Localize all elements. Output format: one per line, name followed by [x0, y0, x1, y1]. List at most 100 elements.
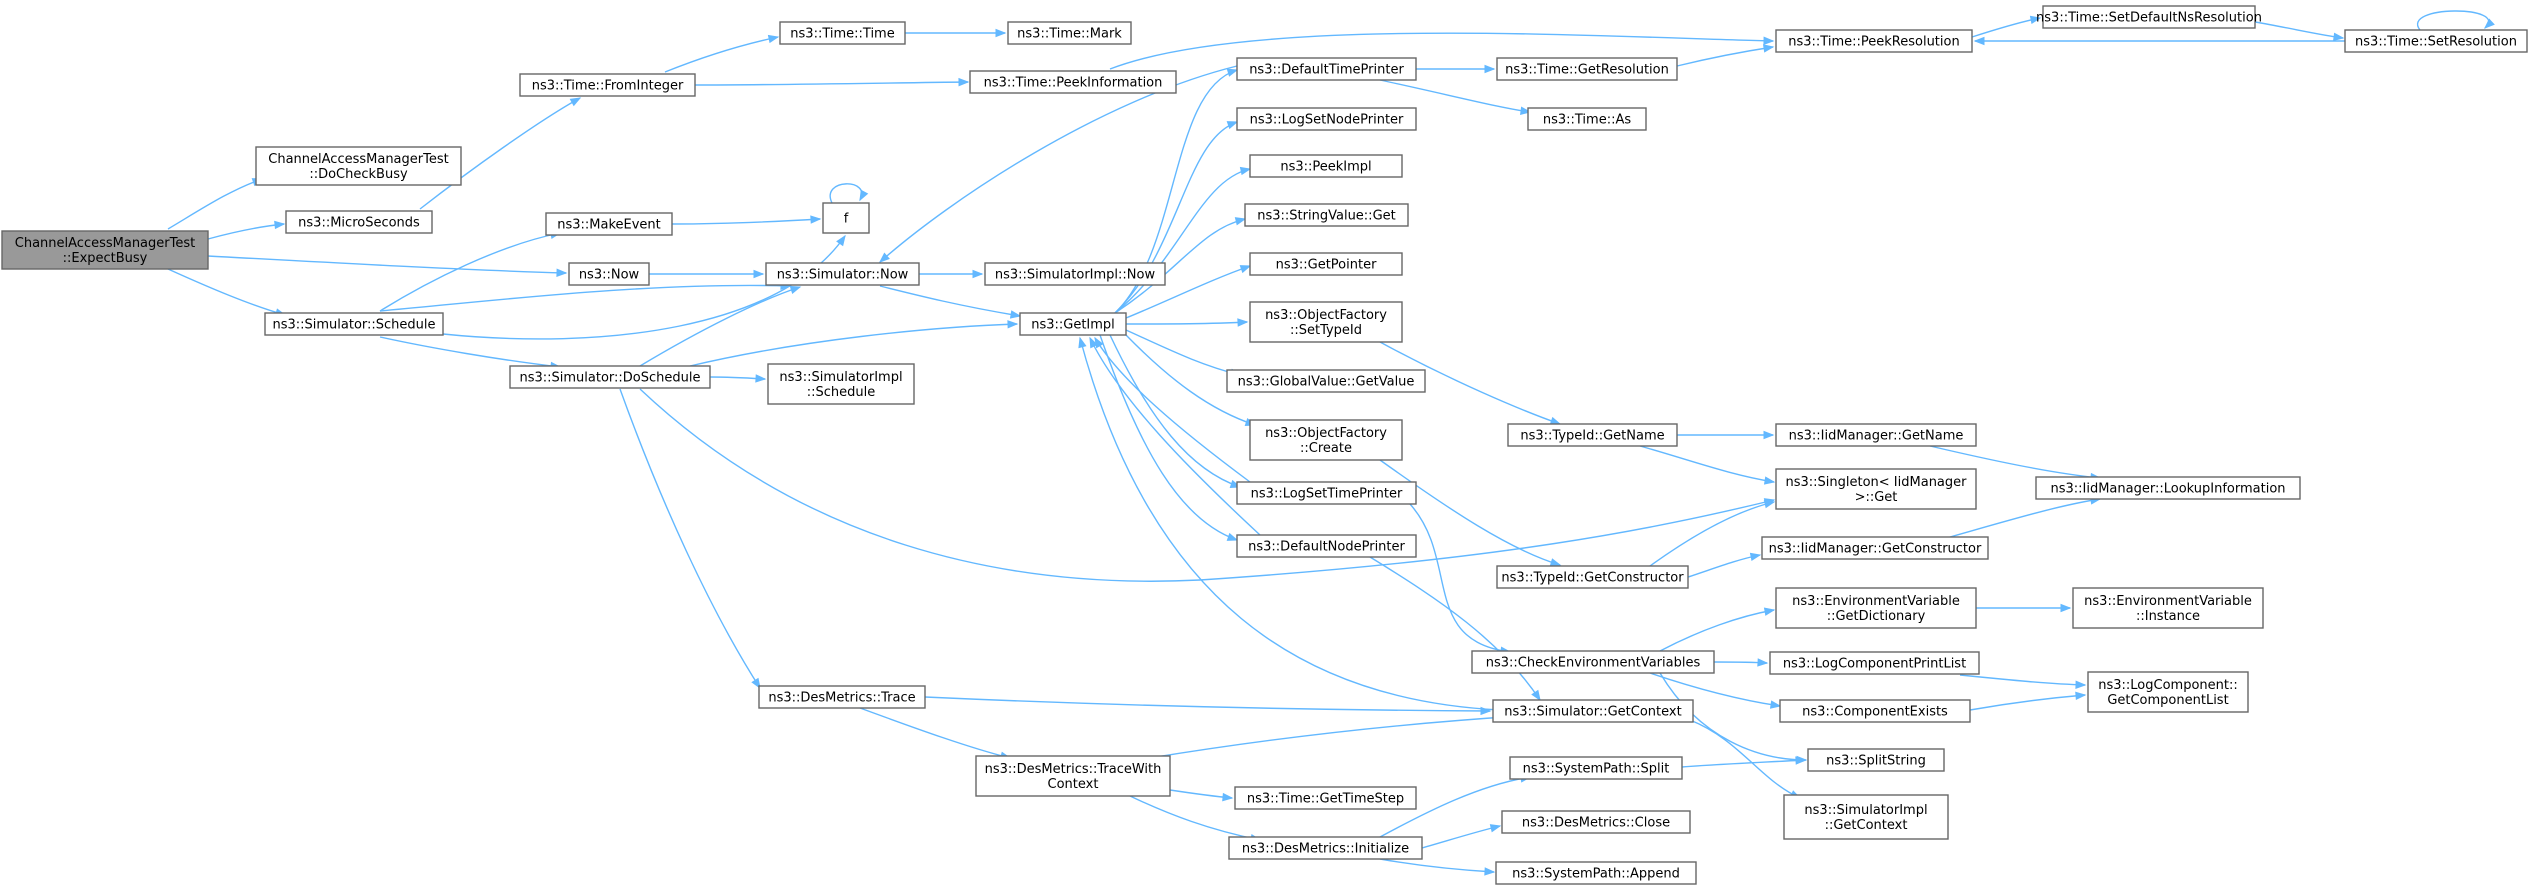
- node-micro-seconds[interactable]: ns3::MicroSeconds: [285, 210, 433, 234]
- node-box: [1226, 369, 1426, 393]
- edge-line: [619, 388, 761, 689]
- node-label: ns3::CheckEnvironmentVariables: [1486, 656, 1701, 671]
- node-string-value-get[interactable]: ns3::StringValue::Get: [1244, 203, 1409, 227]
- node-make-event[interactable]: ns3::MakeEvent: [545, 212, 673, 236]
- node-log-set-node-printer[interactable]: ns3::LogSetNodePrinter: [1236, 107, 1417, 131]
- node-time-as[interactable]: ns3::Time::As: [1527, 107, 1647, 131]
- node-f[interactable]: f: [822, 202, 870, 234]
- node-label: ns3::DesMetrics::Close: [1522, 816, 1670, 831]
- node-set-default-ns-resolution[interactable]: ns3::Time::SetDefaultNsResolution: [2036, 5, 2262, 29]
- node-object-factory-set-type-id[interactable]: ns3::ObjectFactory::SetTypeId: [1249, 301, 1403, 343]
- node-simulator-get-context[interactable]: ns3::Simulator::GetContext: [1492, 699, 1694, 723]
- node-time-mark[interactable]: ns3::Time::Mark: [1007, 21, 1132, 45]
- edge-default-node-printer-to-simulator-get-context: [1369, 556, 1541, 702]
- arrow-head-icon: [2483, 18, 2495, 29]
- node-schedule[interactable]: ns3::Simulator::Schedule: [264, 312, 444, 336]
- arrow-head-icon: [1480, 706, 1492, 716]
- node-system-path-split[interactable]: ns3::SystemPath::Split: [1509, 756, 1683, 780]
- edge-line: [207, 255, 567, 274]
- node-default-time-printer[interactable]: ns3::DefaultTimePrinter: [1236, 57, 1417, 81]
- node-split-string[interactable]: ns3::SplitString: [1807, 748, 1945, 772]
- edge-line: [1079, 337, 1501, 711]
- node-simulator-now[interactable]: ns3::Simulator::Now: [765, 262, 920, 286]
- edge-component-exists-to-get-component-list: [1969, 691, 2087, 711]
- node-get-time-step[interactable]: ns3::Time::GetTimeStep: [1234, 786, 1417, 810]
- arrow-head-icon: [2029, 15, 2042, 25]
- edge-line: [879, 285, 1021, 317]
- node-env-get-dictionary[interactable]: ns3::EnvironmentVariable::GetDictionary: [1775, 587, 1977, 629]
- arrow-head-icon: [2075, 691, 2087, 701]
- node-set-resolution[interactable]: ns3::Time::SetResolution: [2344, 29, 2528, 53]
- node-singleton-get[interactable]: ns3::Singleton< IidManager>::Get: [1775, 468, 1977, 510]
- node-default-node-printer[interactable]: ns3::DefaultNodePrinter: [1236, 534, 1417, 558]
- node-label: ::Instance: [2136, 609, 2200, 624]
- node-get-component-list[interactable]: ns3::LogComponent::GetComponentList: [2087, 671, 2249, 713]
- node-des-close[interactable]: ns3::DesMetrics::Close: [1501, 810, 1691, 834]
- node-box: [509, 365, 711, 389]
- node-simulator-impl-schedule[interactable]: ns3::SimulatorImpl::Schedule: [767, 363, 915, 405]
- arrow-head-icon: [556, 268, 568, 277]
- node-simulator-impl-get-context[interactable]: ns3::SimulatorImpl::GetContext: [1783, 794, 1949, 840]
- node-box: [255, 146, 462, 186]
- node-get-pointer[interactable]: ns3::GetPointer: [1249, 252, 1403, 276]
- node-box: [1236, 481, 1417, 505]
- edge-log-set-time-printer-to-get-impl: [1094, 336, 1251, 483]
- node-box: [519, 73, 696, 97]
- node-env-instance[interactable]: ns3::EnvironmentVariable::Instance: [2072, 587, 2264, 629]
- node-get-resolution[interactable]: ns3::Time::GetResolution: [1496, 57, 1678, 81]
- node-box: [1236, 57, 1417, 81]
- edge-des-trace-with-context-to-simulator-get-context: [1149, 712, 1522, 759]
- node-label: ::DoCheckBusy: [309, 167, 408, 182]
- node-type-id-get-constructor[interactable]: ns3::TypeId::GetConstructor: [1496, 565, 1689, 589]
- node-get-impl[interactable]: ns3::GetImpl: [1019, 312, 1127, 336]
- node-des-trace[interactable]: ns3::DesMetrics::Trace: [758, 685, 926, 709]
- node-iid-get-name[interactable]: ns3::IidManager::GetName: [1775, 423, 1977, 447]
- arrow-head-icon: [1763, 430, 1775, 440]
- node-label: ns3::LogComponent::: [2098, 678, 2238, 693]
- node-log-component-print-list[interactable]: ns3::LogComponentPrintList: [1769, 651, 1980, 675]
- node-label: ns3::StringValue::Get: [1257, 209, 1395, 224]
- node-label: >::Get: [1855, 490, 1898, 505]
- edge-now-to-simulator-now: [648, 269, 765, 279]
- node-lookup-information[interactable]: ns3::IidManager::LookupInformation: [2035, 476, 2301, 500]
- node-box: [1236, 534, 1417, 558]
- edge-line: [1379, 341, 1561, 425]
- node-time-time[interactable]: ns3::Time::Time: [779, 21, 906, 45]
- edge-line: [207, 223, 285, 240]
- node-box: [1244, 203, 1409, 227]
- node-peek-information[interactable]: ns3::Time::PeekInformation: [969, 70, 1177, 94]
- node-label: ns3::TypeId::GetConstructor: [1501, 571, 1684, 586]
- node-label: ns3::Simulator::DoSchedule: [519, 371, 700, 386]
- edge-type-id-get-constructor-to-singleton-get: [1649, 500, 1776, 567]
- node-system-path-append[interactable]: ns3::SystemPath::Append: [1495, 861, 1697, 885]
- node-box: [1509, 756, 1683, 780]
- node-global-value-get-value[interactable]: ns3::GlobalValue::GetValue: [1226, 369, 1426, 393]
- node-simulator-impl-now[interactable]: ns3::SimulatorImpl::Now: [984, 262, 1166, 286]
- edge-default-time-printer-to-get-resolution: [1416, 64, 1496, 74]
- node-expect-busy[interactable]: ChannelAccessManagerTest::ExpectBusy: [1, 230, 209, 270]
- node-peek-impl[interactable]: ns3::PeekImpl: [1249, 154, 1403, 178]
- node-box: [1019, 312, 1127, 336]
- node-do-check-busy[interactable]: ChannelAccessManagerTest::DoCheckBusy: [255, 146, 462, 186]
- node-label: ns3::DesMetrics::TraceWith: [985, 762, 1162, 777]
- node-component-exists[interactable]: ns3::ComponentExists: [1779, 699, 1971, 723]
- node-des-initialize[interactable]: ns3::DesMetrics::Initialize: [1228, 836, 1423, 860]
- node-label: ns3::SystemPath::Append: [1512, 867, 1680, 882]
- node-do-schedule[interactable]: ns3::Simulator::DoSchedule: [509, 365, 711, 389]
- node-from-integer[interactable]: ns3::Time::FromInteger: [519, 73, 696, 97]
- node-iid-get-constructor[interactable]: ns3::IidManager::GetConstructor: [1761, 536, 1989, 560]
- arrow-head-icon: [878, 252, 890, 263]
- node-object-factory-create[interactable]: ns3::ObjectFactory::Create: [1249, 419, 1403, 461]
- node-now[interactable]: ns3::Now: [568, 262, 650, 286]
- node-box: [1234, 786, 1417, 810]
- edge-make-event-to-f: [671, 215, 822, 225]
- node-label: ns3::EnvironmentVariable: [2084, 594, 2252, 609]
- node-peek-resolution[interactable]: ns3::Time::PeekResolution: [1775, 29, 1973, 53]
- node-log-set-time-printer[interactable]: ns3::LogSetTimePrinter: [1236, 481, 1417, 505]
- node-type-id-get-name[interactable]: ns3::TypeId::GetName: [1507, 423, 1678, 447]
- edge-line: [1639, 445, 1775, 483]
- edge-line: [859, 707, 1011, 759]
- node-box: [1769, 651, 1980, 675]
- node-check-env-vars[interactable]: ns3::CheckEnvironmentVariables: [1471, 650, 1715, 674]
